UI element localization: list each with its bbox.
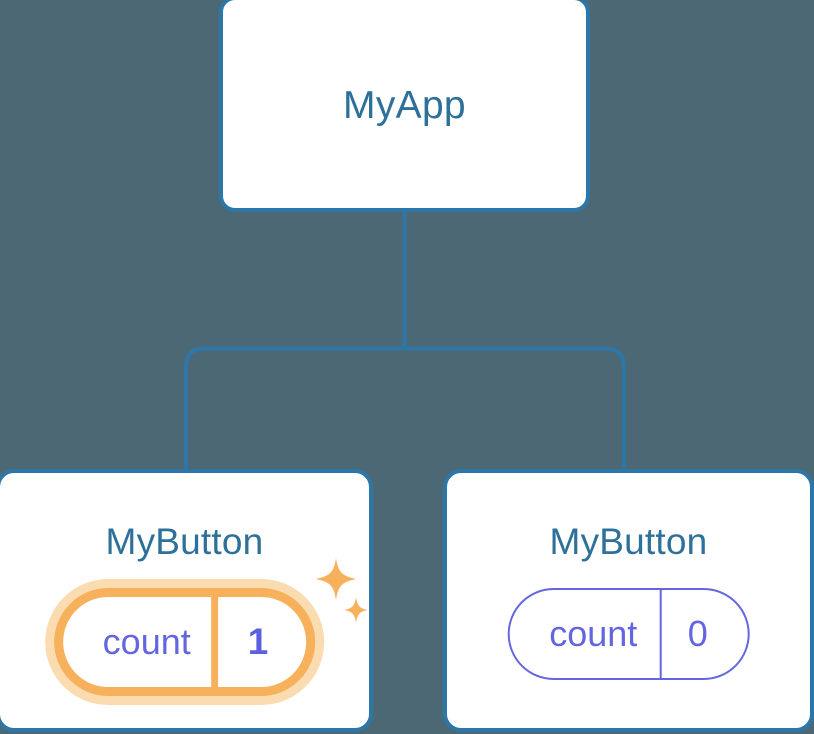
node-mybutton-left[interactable]: MyButton count 1: [0, 469, 373, 732]
state-pill-left-wrap: count 1: [53, 588, 316, 696]
state-key-left: count: [102, 621, 191, 662]
state-value-right: 0: [687, 613, 708, 654]
node-mybutton-right-label: MyButton: [549, 521, 708, 562]
state-pill-left[interactable]: count 1: [53, 588, 316, 696]
node-mybutton-right[interactable]: MyButton count 0: [443, 469, 814, 732]
state-key-right: count: [549, 613, 638, 654]
node-myapp-label: MyApp: [343, 84, 466, 127]
state-pill-right[interactable]: count 0: [507, 588, 750, 680]
state-pill-right-wrap: count 0: [507, 588, 750, 680]
state-divider-right: [659, 590, 662, 678]
connector-branch-bus: [184, 346, 626, 471]
node-mybutton-left-label: MyButton: [105, 521, 264, 562]
state-divider-left: [210, 597, 218, 687]
state-value-left: 1: [247, 621, 269, 662]
node-myapp[interactable]: MyApp: [219, 0, 590, 212]
